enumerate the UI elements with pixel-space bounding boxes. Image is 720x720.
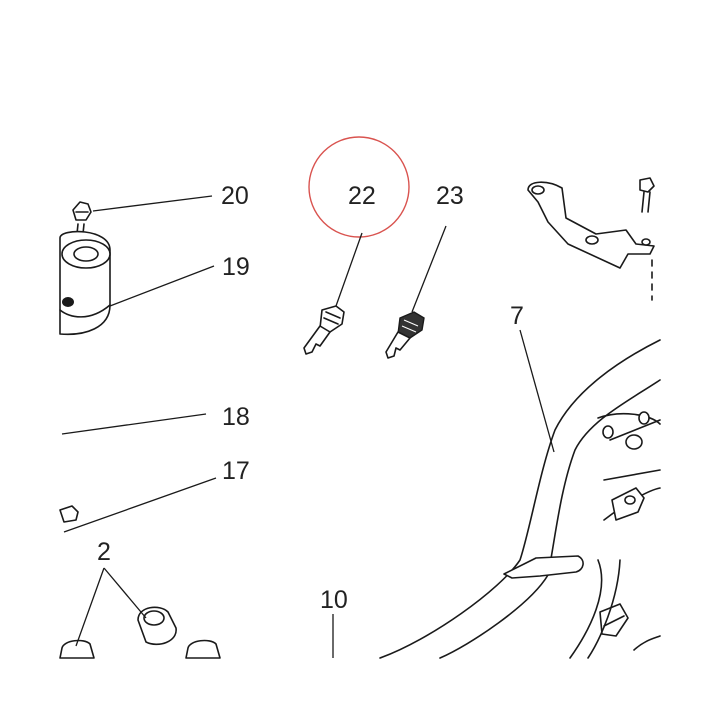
- part-19-bushing[interactable]: [59, 230, 111, 336]
- highlight-circle: [308, 136, 410, 238]
- part-17-grommet[interactable]: [59, 505, 79, 523]
- callout-10: 10: [320, 586, 348, 614]
- part-2-grommets[interactable]: [59, 606, 221, 659]
- leader-lines: [61, 195, 555, 647]
- callout-7: 7: [510, 302, 524, 330]
- callout-23: 23: [436, 182, 464, 210]
- callout-17: 17: [222, 457, 250, 485]
- part-22-key[interactable]: [303, 305, 345, 355]
- callout-22: 22: [348, 182, 376, 210]
- callout-2: 2: [97, 538, 111, 566]
- callout-19: 19: [222, 253, 250, 281]
- part-7-frame[interactable]: [379, 339, 661, 659]
- bracket[interactable]: [527, 177, 655, 301]
- part-23-key[interactable]: [385, 311, 425, 359]
- callout-20: 20: [221, 182, 249, 210]
- callout-18: 18: [222, 403, 250, 431]
